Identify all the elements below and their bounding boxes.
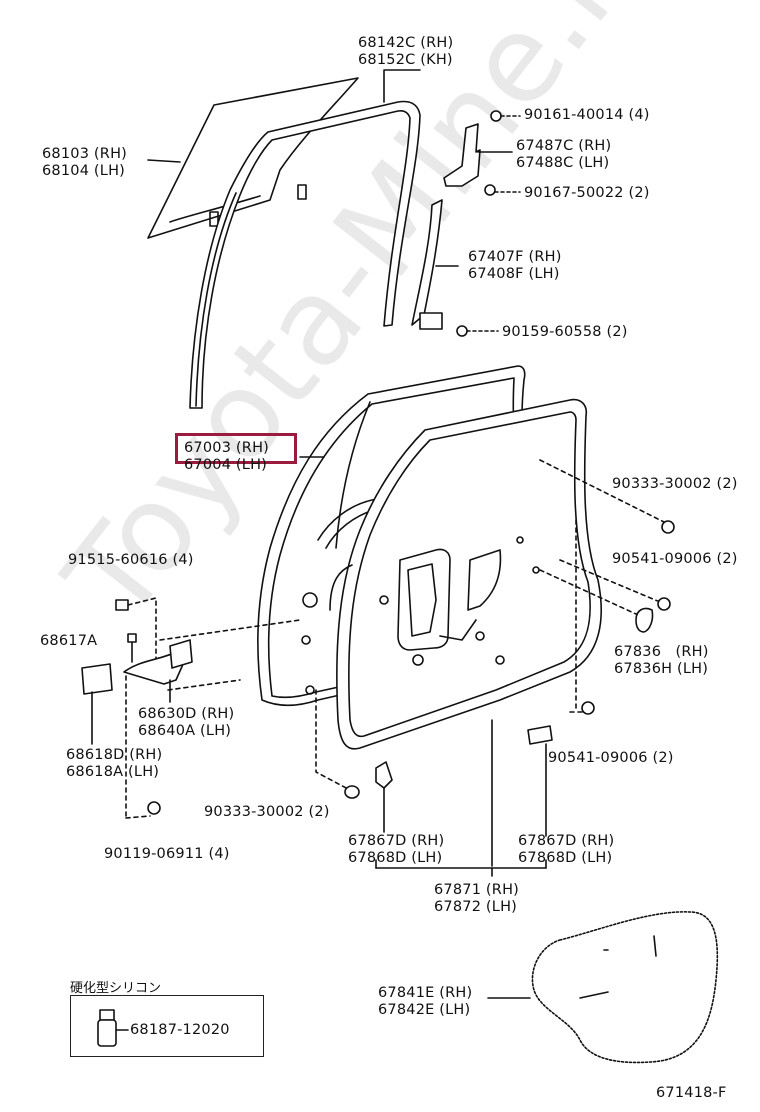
label-68142c: 68142C (RH)68152C (KH): [358, 35, 454, 68]
right-dashed-leaders: [539, 459, 665, 713]
inner-panel-details: [301, 536, 540, 695]
label-68630d: 68630D (RH)68640A (LH): [138, 706, 235, 739]
glass-run-channel: [189, 100, 421, 409]
corner-trim: [443, 123, 513, 187]
upper-screws: [456, 110, 521, 337]
right-fasteners: [527, 520, 675, 837]
service-hole-cover: [487, 911, 719, 1064]
label-68618d: 68618D (RH)68618A (LH): [66, 747, 163, 780]
label-91515: 91515-60616 (4): [68, 552, 194, 568]
division-bar: [411, 199, 459, 330]
label-67867d-right: 67867D (RH)67868D (LH): [518, 833, 615, 866]
label-90119: 90119-06911 (4): [104, 846, 230, 862]
highlight-box: [175, 433, 297, 464]
label-68103: 68103 (RH)68104 (LH): [42, 146, 128, 179]
silicone-tube-icon: [97, 1009, 129, 1047]
label-67487c: 67487C (RH)67488C (LH): [516, 138, 612, 171]
glass-leader: [147, 159, 181, 163]
silicone-box: [70, 995, 264, 1057]
label-67407f: 67407F (RH)67408F (LH): [468, 249, 562, 282]
label-90541-upper: 90541-09006 (2): [612, 551, 738, 567]
channel-leader: [383, 69, 421, 103]
hinge-assembly: [81, 597, 301, 819]
label-68187: 68187-12020: [130, 1022, 230, 1038]
label-67003: 67003 (RH)67004 (LH): [184, 440, 270, 473]
diagram-id: 671418-F: [656, 1085, 727, 1101]
label-90161: 90161-40014 (4): [524, 107, 650, 123]
label-90159: 90159-60558 (2): [502, 324, 628, 340]
silicone-title: 硬化型シリコン: [70, 981, 162, 996]
label-90541-lower: 90541-09006 (2): [548, 750, 674, 766]
label-90333-right: 90333-30002 (2): [612, 476, 738, 492]
label-90167: 90167-50022 (2): [524, 185, 650, 201]
label-67841e: 67841E (RH)67842E (LH): [378, 985, 473, 1018]
label-68617a: 68617A: [40, 633, 98, 649]
lower-leaders: [315, 689, 547, 877]
label-90333-lower: 90333-30002 (2): [204, 804, 330, 820]
label-67867d-left: 67867D (RH)67868D (LH): [348, 833, 445, 866]
label-67871: 67871 (RH)67872 (LH): [434, 882, 520, 915]
label-67836: 67836 (RH)67836H (LH): [614, 644, 709, 677]
